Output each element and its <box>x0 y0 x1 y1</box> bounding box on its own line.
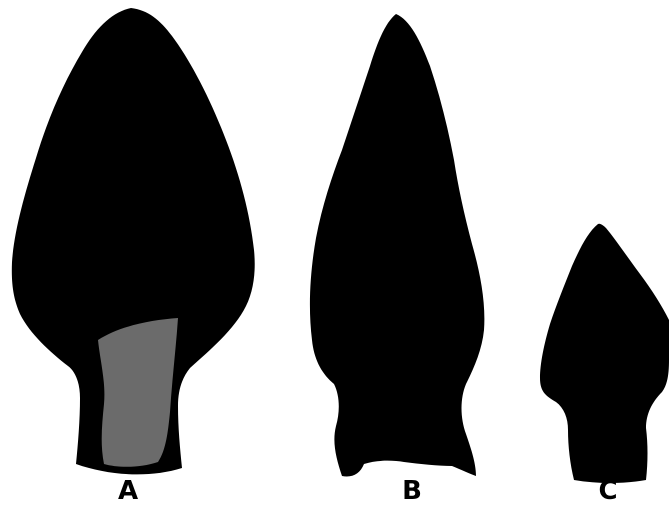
specimen-b-label: B <box>402 476 422 506</box>
specimen-b-silhouette <box>310 14 484 477</box>
specimen-c: C <box>540 224 669 506</box>
specimen-a: A <box>12 8 255 506</box>
specimen-b: B <box>310 14 484 506</box>
specimen-c-silhouette <box>540 224 669 483</box>
specimen-c-label: C <box>598 476 617 506</box>
specimen-a-label: A <box>118 476 138 506</box>
